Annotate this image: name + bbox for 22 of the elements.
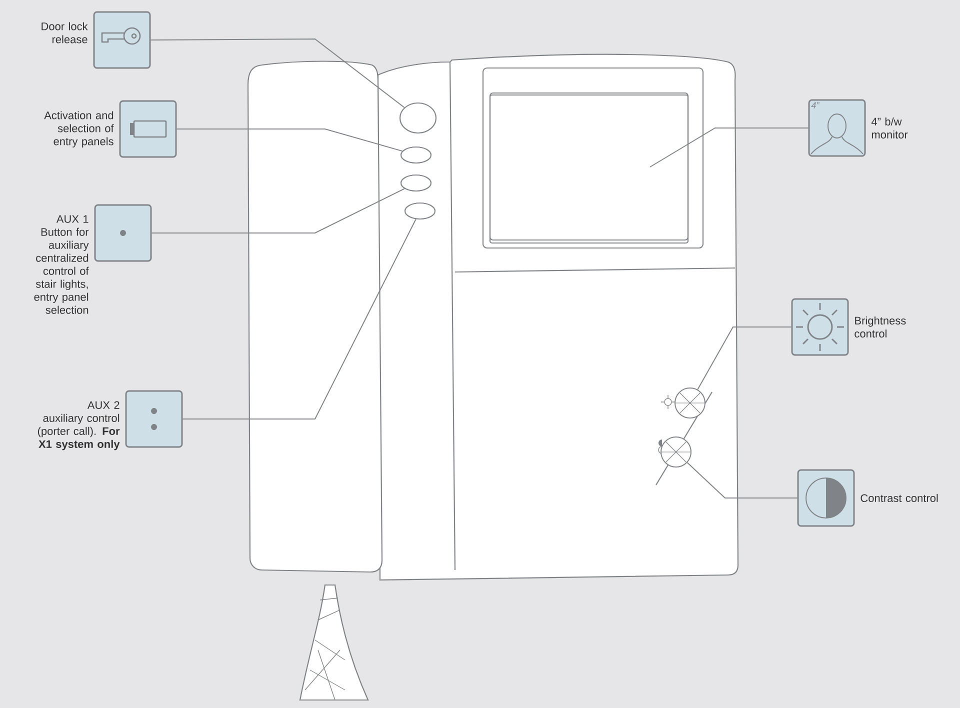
leader-line: [176, 128, 403, 152]
monitor-screen: [489, 94, 689, 244]
leader-line: [650, 128, 809, 168]
callout-text: AUX 1 Button for auxiliary centralized control of stair lights, entry panel selection: [34, 215, 89, 314]
leader-line: [151, 188, 405, 234]
leader-line: [686, 462, 798, 498]
callout-text: Contrast control: [860, 494, 938, 502]
leader-line: [150, 38, 405, 108]
size-label: 4”: [811, 102, 820, 108]
callout-text: 4” b/w monitor: [871, 117, 908, 139]
push-button: [399, 102, 437, 134]
push-button: [400, 174, 432, 192]
callout-text: Activation and selection of entry panels: [44, 111, 114, 148]
leader-line: [182, 218, 416, 420]
leader-line: [697, 326, 792, 390]
callout-text: AUX 2 auxiliary control (porter call). For X1 system only: [38, 401, 120, 450]
control-wheel: [674, 388, 706, 418]
push-button: [400, 146, 432, 164]
callout-text: Brightness control: [854, 316, 906, 338]
callout-text: Door lock release: [42, 22, 88, 44]
control-wheel: [660, 436, 692, 468]
push-button: [404, 202, 436, 220]
